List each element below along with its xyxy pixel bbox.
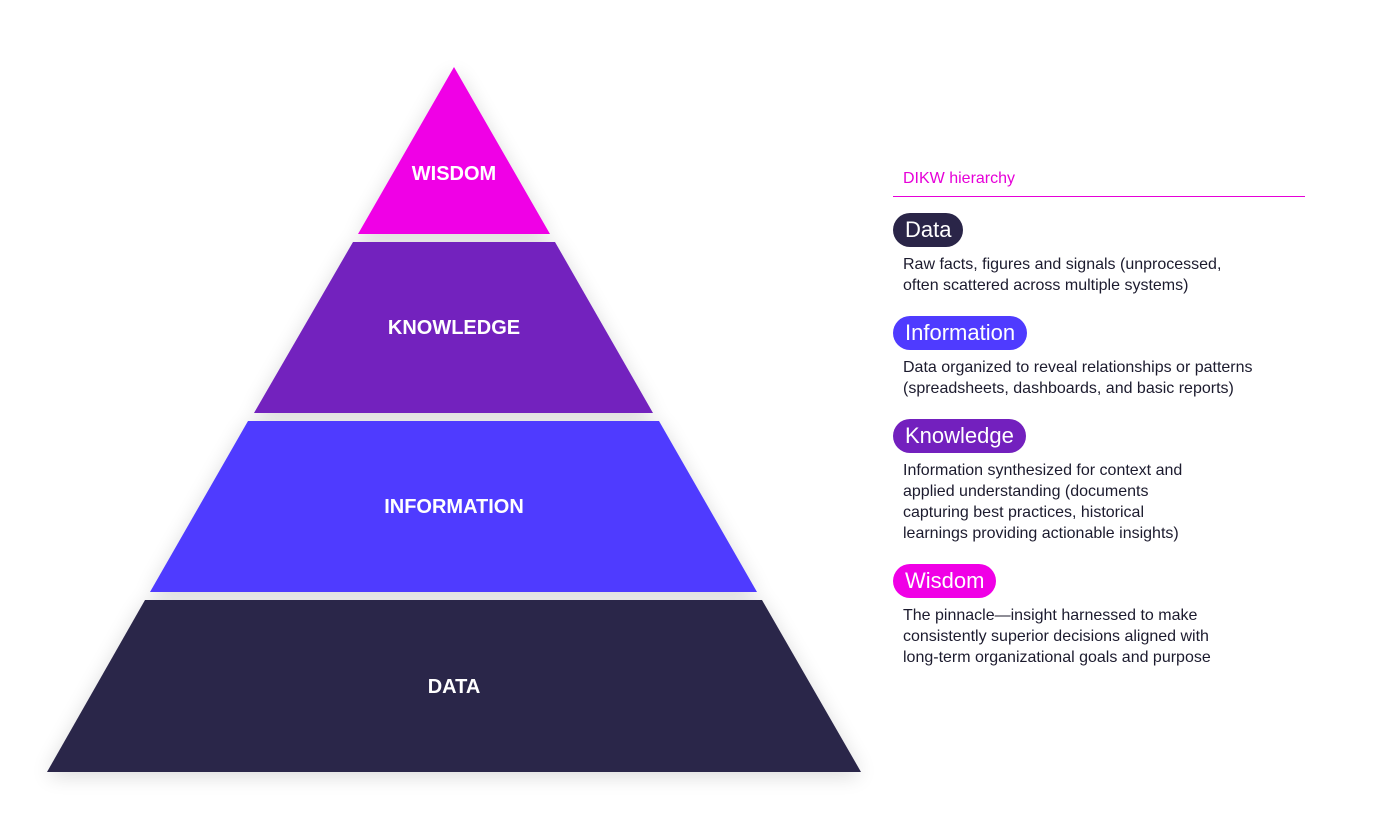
desc-line: (spreadsheets, dashboards, and basic rep… xyxy=(903,380,1234,397)
legend-desc-wisdom: The pinnacle—insight harnessed to make c… xyxy=(893,605,1305,668)
legend-entry-data: Data Raw facts, figures and signals (unp… xyxy=(893,213,1305,296)
tier-information xyxy=(150,421,757,592)
legend-entry-wisdom: Wisdom The pinnacle—insight harnessed to… xyxy=(893,564,1305,668)
legend-title: DIKW hierarchy xyxy=(893,170,1305,197)
tier-data xyxy=(47,600,861,772)
desc-line: Raw facts, figures and signals (unproces… xyxy=(903,256,1222,273)
legend-pill-knowledge: Knowledge xyxy=(893,419,1026,453)
desc-line: long-term organizational goals and purpo… xyxy=(903,649,1211,666)
legend: DIKW hierarchy Data Raw facts, figures a… xyxy=(893,170,1305,688)
legend-desc-knowledge: Information synthesized for context and … xyxy=(893,460,1305,544)
legend-desc-information: Data organized to reveal relationships o… xyxy=(893,357,1305,399)
desc-line: The pinnacle—insight harnessed to make xyxy=(903,607,1198,624)
tier-knowledge xyxy=(254,242,653,413)
legend-entry-information: Information Data organized to reveal rel… xyxy=(893,316,1305,399)
tier-label-knowledge: KNOWLEDGE xyxy=(388,317,520,339)
desc-line: Information synthesized for context and xyxy=(903,462,1183,479)
tier-label-information: INFORMATION xyxy=(384,496,524,518)
tier-wisdom xyxy=(358,67,550,234)
desc-line: consistently superior decisions aligned … xyxy=(903,628,1209,645)
legend-desc-data: Raw facts, figures and signals (unproces… xyxy=(893,254,1305,296)
desc-line: often scattered across multiple systems) xyxy=(903,277,1189,294)
desc-line: learnings providing actionable insights) xyxy=(903,525,1179,542)
desc-line: applied understanding (documents xyxy=(903,483,1149,500)
legend-entry-knowledge: Knowledge Information synthesized for co… xyxy=(893,419,1305,544)
legend-pill-data: Data xyxy=(893,213,964,247)
tier-label-wisdom: WISDOM xyxy=(412,163,496,185)
desc-line: capturing best practices, historical xyxy=(903,504,1144,521)
desc-line: Data organized to reveal relationships o… xyxy=(903,359,1253,376)
pyramid: WISDOM KNOWLEDGE INFORMATION DATA xyxy=(47,67,861,772)
legend-pill-wisdom: Wisdom xyxy=(893,564,997,598)
legend-pill-information: Information xyxy=(893,316,1028,350)
tier-label-data: DATA xyxy=(428,676,481,698)
